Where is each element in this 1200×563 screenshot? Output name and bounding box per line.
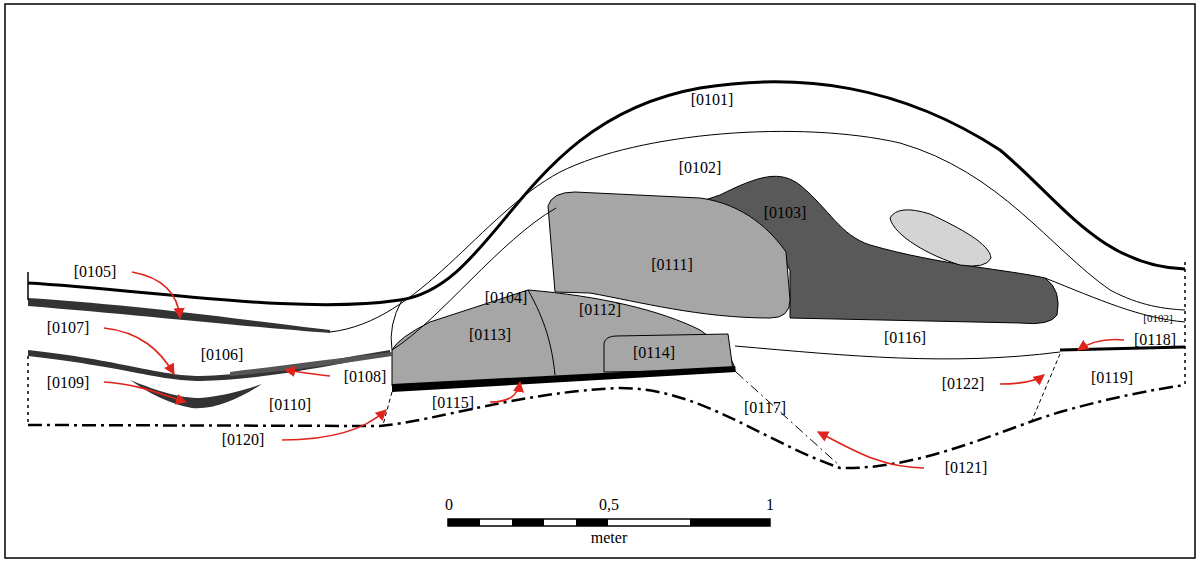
layer-boundary bbox=[330, 131, 1185, 332]
scale-label: meter bbox=[591, 530, 627, 546]
edge-line bbox=[27, 272, 29, 300]
callout-arrow bbox=[490, 382, 520, 402]
layer-number: [0101] bbox=[691, 92, 734, 108]
layer-number: [0111] bbox=[651, 257, 692, 273]
layer-boundary bbox=[528, 290, 555, 375]
scale-segment bbox=[448, 519, 480, 526]
callout-arrow bbox=[818, 432, 924, 468]
layer-number: [0118] bbox=[1134, 332, 1176, 348]
layer-number: [0103] bbox=[764, 205, 807, 221]
callout-arrow bbox=[104, 328, 174, 374]
layer-number: [0122] bbox=[942, 376, 985, 392]
layer-fill bbox=[604, 334, 733, 372]
cut-line bbox=[391, 300, 402, 350]
layer-number: [0104] bbox=[485, 290, 528, 306]
layer-number: [0117] bbox=[744, 400, 786, 416]
layer-band bbox=[392, 366, 736, 392]
frame bbox=[5, 4, 1195, 558]
callout-arrow bbox=[1000, 375, 1044, 384]
scale-label: 0 bbox=[445, 497, 453, 513]
scale-segment bbox=[512, 519, 544, 526]
layer-number: [0113] bbox=[469, 327, 511, 343]
layer-number: [0107] bbox=[47, 320, 90, 336]
layer-number: [0112] bbox=[579, 302, 621, 318]
layer-number: [0110] bbox=[269, 397, 311, 413]
cut-line bbox=[736, 372, 840, 466]
layer-number: [0108] bbox=[344, 369, 387, 385]
excavation-limit bbox=[28, 385, 1185, 468]
scale-segment bbox=[576, 519, 608, 526]
callout-arrow bbox=[285, 370, 330, 376]
layer-number: [0106] bbox=[201, 347, 244, 363]
edge-line bbox=[27, 356, 29, 425]
layer-lens bbox=[130, 380, 262, 408]
surface-line bbox=[28, 82, 1185, 305]
edge-line bbox=[1184, 262, 1186, 385]
scale-label: 0,5 bbox=[599, 497, 619, 513]
callout-arrow bbox=[282, 410, 386, 440]
layer-number: [0116] bbox=[884, 330, 926, 346]
layer-number: [0105] bbox=[74, 264, 117, 280]
scale-label: 1 bbox=[766, 497, 774, 513]
layer-number: [0102] bbox=[679, 160, 722, 176]
layer-number: [0120] bbox=[222, 432, 265, 448]
cut-line bbox=[1030, 354, 1060, 425]
callout-arrow bbox=[1078, 339, 1124, 350]
scale-outline bbox=[448, 519, 770, 526]
callout-arrow bbox=[104, 382, 186, 402]
layer-number: [0121] bbox=[945, 460, 988, 476]
layer-number: [0119] bbox=[1091, 370, 1133, 386]
layer-number: [0114] bbox=[633, 345, 675, 361]
layer-boundary bbox=[735, 346, 1060, 359]
callout-arrow bbox=[132, 272, 180, 318]
lens-fill bbox=[890, 210, 991, 266]
layer-number: [0109] bbox=[47, 375, 90, 391]
layer-number: [0115] bbox=[432, 395, 474, 411]
layer-number: [0102] bbox=[1143, 313, 1172, 324]
scale-segment bbox=[690, 519, 770, 526]
scale-bar bbox=[448, 519, 770, 526]
cut-line bbox=[383, 392, 392, 425]
layer-boundary bbox=[392, 208, 556, 350]
